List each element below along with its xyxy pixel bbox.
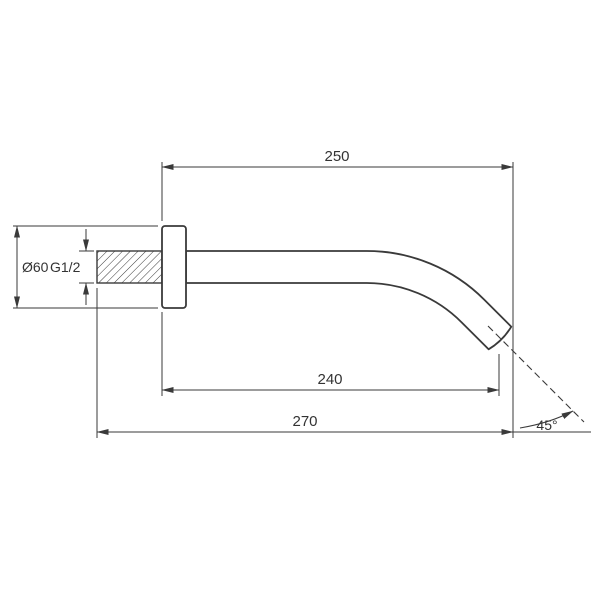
dimension-270: 270 <box>96 288 514 438</box>
spout-body <box>96 225 513 351</box>
dim-270-label: 270 <box>292 413 317 430</box>
angle-arc <box>519 410 574 429</box>
dimension-diameter-60: Ø60 <box>13 225 158 309</box>
angle-45: 45° <box>487 325 591 433</box>
dim-diameter-label: Ø60 <box>22 259 49 275</box>
dimension-thread: G1/2 <box>50 229 94 305</box>
tube-outline <box>185 250 513 351</box>
angle-dashed-line <box>487 325 585 423</box>
dim-240-label: 240 <box>317 371 342 388</box>
dimension-250: 250 <box>161 148 514 438</box>
flange-outline <box>161 225 187 309</box>
dim-angle-label: 45° <box>536 417 557 433</box>
thread-hatched <box>96 250 163 284</box>
dimension-240: 240 <box>161 312 500 396</box>
dim-thread-label: G1/2 <box>50 259 81 275</box>
dim-250-label: 250 <box>324 148 349 165</box>
